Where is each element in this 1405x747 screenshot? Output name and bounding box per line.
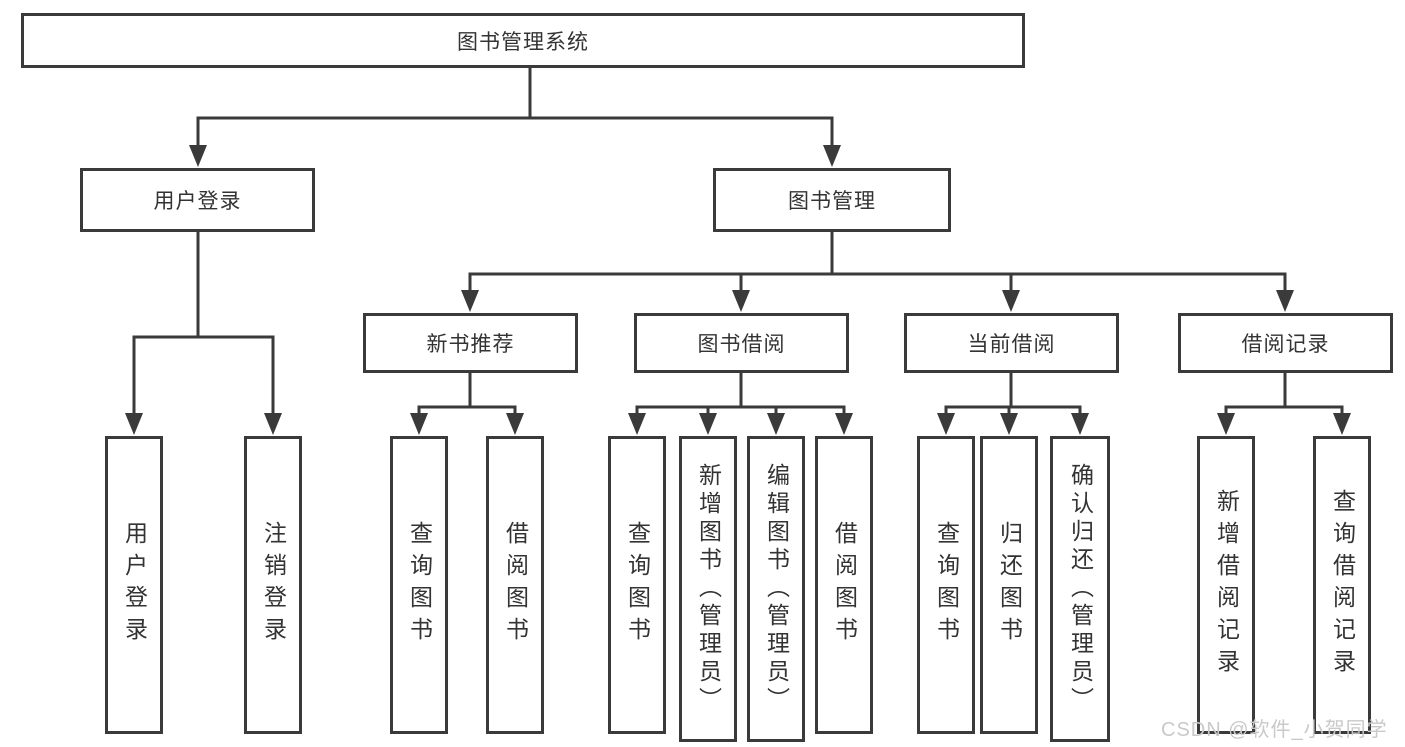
node-book-borrowing: 图书借阅 — [634, 313, 849, 373]
leaf-cb-return-books: 归还图书 — [980, 436, 1038, 734]
leaf-cb-confirm-return-admin-label: 确认归还（管理员） — [1067, 463, 1094, 715]
leaf-br-add-record: 新增借阅记录 — [1197, 436, 1255, 734]
leaf-cb-return-books-label: 归还图书 — [996, 521, 1023, 649]
arrowheads — [125, 145, 1351, 435]
leaf-rec-query-books-label: 查询图书 — [406, 521, 433, 649]
leaf-user-login-label: 用户登录 — [121, 521, 148, 649]
leaf-bb-borrow-books: 借阅图书 — [815, 436, 873, 734]
node-user-login: 用户登录 — [80, 168, 315, 232]
leaf-rec-borrow-books: 借阅图书 — [486, 436, 544, 734]
leaf-br-add-record-label: 新增借阅记录 — [1213, 489, 1240, 681]
leaf-cb-query-books: 查询图书 — [917, 436, 975, 734]
csdn-watermark: CSDN @软件_小贺同学 — [1161, 719, 1388, 741]
node-new-book-recommendation: 新书推荐 — [363, 313, 578, 373]
leaf-cb-query-books-label: 查询图书 — [933, 521, 960, 649]
leaf-rec-borrow-books-label: 借阅图书 — [502, 521, 529, 649]
leaf-cb-confirm-return-admin: 确认归还（管理员） — [1050, 436, 1110, 742]
leaf-user-login: 用户登录 — [105, 436, 163, 734]
node-borrowing-records: 借阅记录 — [1178, 313, 1393, 373]
leaf-bb-query-books: 查询图书 — [608, 436, 666, 734]
leaf-bb-borrow-books-label: 借阅图书 — [831, 521, 858, 649]
leaf-bb-edit-books-admin-label: 编辑图书（管理员） — [763, 463, 790, 715]
leaf-logout-label: 注销登录 — [260, 521, 287, 649]
node-book-management: 图书管理 — [713, 168, 951, 232]
node-current-borrowing: 当前借阅 — [904, 313, 1119, 373]
connector-lines — [132, 67, 1344, 417]
leaf-bb-add-books-admin-label: 新增图书（管理员） — [695, 463, 722, 715]
leaf-logout: 注销登录 — [244, 436, 302, 734]
leaf-rec-query-books: 查询图书 — [390, 436, 448, 734]
leaf-bb-edit-books-admin: 编辑图书（管理员） — [747, 436, 805, 742]
leaf-br-query-record: 查询借阅记录 — [1313, 436, 1371, 734]
leaf-bb-query-books-label: 查询图书 — [624, 521, 651, 649]
node-library-management-system: 图书管理系统 — [21, 13, 1025, 68]
leaf-br-query-record-label: 查询借阅记录 — [1329, 489, 1356, 681]
leaf-bb-add-books-admin: 新增图书（管理员） — [679, 436, 737, 742]
